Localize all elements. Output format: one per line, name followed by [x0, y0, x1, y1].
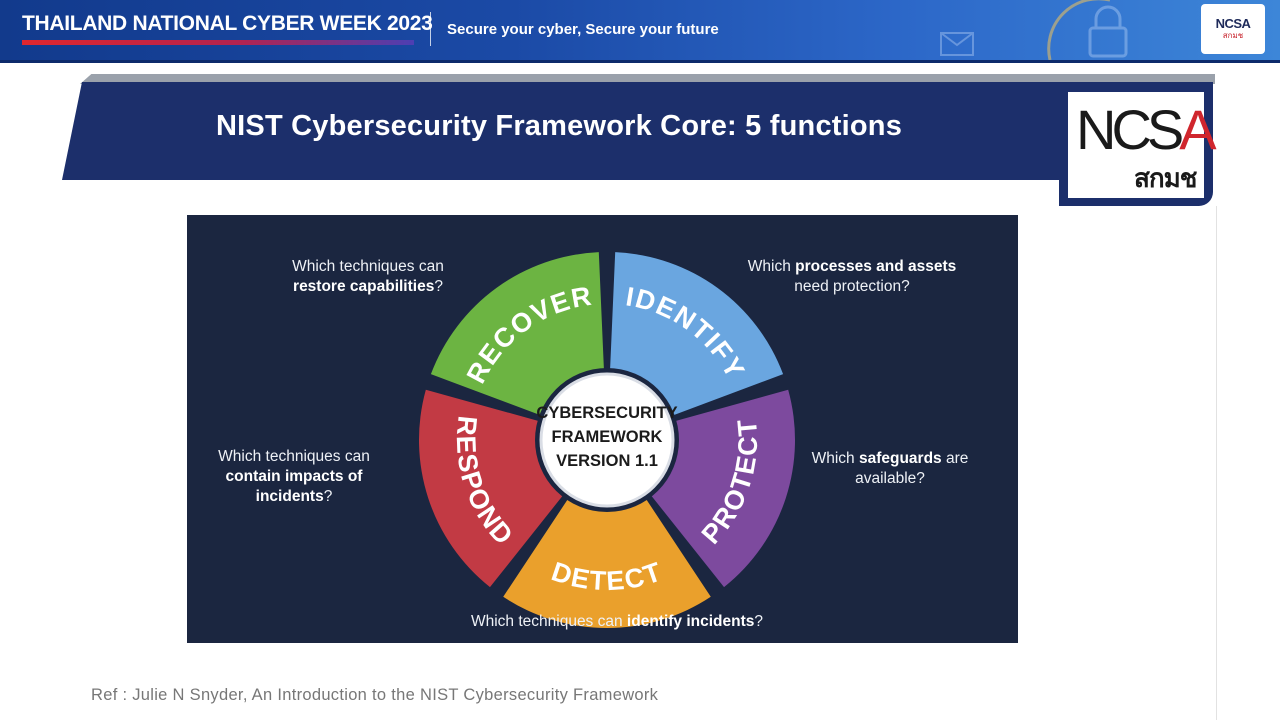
- question-detect-bold: identify incidents: [626, 613, 755, 630]
- question-identify-post: need protection?: [794, 278, 910, 295]
- question-protect-pre: Which: [811, 450, 859, 467]
- question-protect-bold: safeguards: [858, 450, 942, 467]
- framework-wheel: IDENTIFYPROTECTDETECTRESPONDRECOVERCYBER…: [418, 252, 795, 628]
- hub-text-line-3: VERSION 1.1: [556, 452, 658, 470]
- question-detect: Which techniques can identify incidents?: [427, 612, 807, 632]
- question-respond-bold2: incidents: [255, 488, 324, 505]
- segment-protect: [643, 389, 795, 588]
- question-protect-mid: are: [941, 450, 969, 467]
- question-identify-pre: Which: [747, 258, 796, 275]
- banner-divider: [430, 12, 431, 46]
- reference-citation: Ref : Julie N Snyder, An Introduction to…: [91, 686, 659, 704]
- question-recover-post: ?: [434, 278, 443, 295]
- banner-bottom-line: [0, 60, 1280, 63]
- hub-text-line-2: FRAMEWORK: [552, 428, 663, 446]
- ribbon-shadow: [80, 74, 1215, 84]
- segment-respond: [418, 389, 571, 588]
- segment-recover: [430, 252, 605, 420]
- question-identify-bold: processes and assets: [795, 258, 957, 275]
- arc-decoration-icon: [1047, 0, 1110, 60]
- question-identify: Which processes and assets need protecti…: [727, 257, 977, 297]
- banner-ncsa-logo: NCSA สกมช: [1201, 4, 1265, 54]
- question-recover-bold: restore capabilities: [293, 278, 435, 295]
- question-protect-post: available?: [855, 470, 925, 487]
- top-banner: THAILAND NATIONAL CYBER WEEK 2023 Secure…: [0, 0, 1280, 60]
- question-recover-pre: Which techniques can: [292, 258, 444, 275]
- hub-circle: [539, 372, 675, 508]
- ncsa-logo-ncs: NCS: [1076, 98, 1184, 161]
- envelope-icon: [940, 32, 974, 56]
- banner-logo-text: NCSA: [1215, 16, 1251, 31]
- slide-title: NIST Cybersecurity Framework Core: 5 fun…: [216, 110, 903, 142]
- segment-identify: [609, 252, 784, 420]
- right-divider: [1216, 206, 1217, 720]
- question-respond-pre: Which techniques can: [218, 448, 370, 465]
- question-protect: Which safeguards are available?: [790, 449, 990, 489]
- question-respond-post: ?: [323, 488, 333, 505]
- banner-logo-thai: สกมช: [1222, 31, 1244, 40]
- ncsa-logo-thai: สกมช: [1134, 163, 1197, 193]
- lock-icon: [1088, 5, 1128, 58]
- ncsa-logo-a: A: [1179, 98, 1216, 161]
- segment-detect: [503, 488, 711, 628]
- question-respond-bold: contain impacts of: [225, 468, 363, 485]
- event-title: THAILAND NATIONAL CYBER WEEK 2023: [22, 12, 433, 35]
- title-ribbon: [62, 82, 1062, 180]
- ncsa-logo: NCSA: [1076, 102, 1217, 158]
- event-title-underline: [22, 40, 414, 45]
- hub-text-line-1: CYBERSECURITY: [536, 404, 677, 422]
- question-respond: Which techniques can contain impacts of …: [194, 447, 394, 507]
- ncsa-logo-background: [1068, 92, 1204, 198]
- question-detect-pre: Which techniques can: [470, 613, 627, 630]
- event-slogan: Secure your cyber, Secure your future: [447, 21, 719, 38]
- question-detect-post: ?: [754, 613, 764, 630]
- question-recover: Which techniques can restore capabilitie…: [268, 257, 468, 297]
